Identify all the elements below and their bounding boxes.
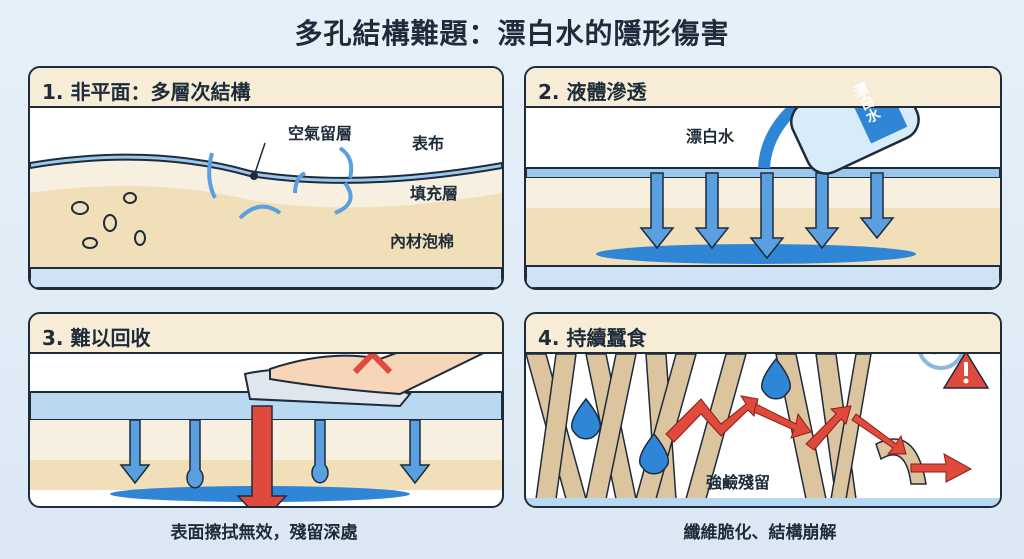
panel3-caption: 表面擦拭無效，殘留深處	[170, 523, 358, 543]
panel-hard-to-recover: 3. 難以回收	[28, 312, 504, 508]
panel-multilayer-structure: 1. 非平面：多層次結構 空氣留層 表布 填充層 內材泡棉	[28, 66, 504, 290]
fabric-label: 表布	[412, 134, 445, 153]
alkali-residue-label: 強鹼殘留	[706, 473, 771, 492]
panel-heading: 4. 持續蠶食	[526, 314, 1000, 354]
layer-illustration	[30, 108, 502, 288]
panel-liquid-penetration: 2. 液體滲透 漂白水 漂白水	[524, 66, 1002, 290]
panel-heading: 1. 非平面：多層次結構	[30, 68, 502, 108]
filling-label: 填充層	[410, 184, 459, 203]
bleach-label: 漂白水	[686, 127, 735, 146]
foam-label: 內材泡棉	[390, 232, 455, 251]
panel-heading: 3. 難以回收	[30, 314, 502, 354]
air-layer-label: 空氣留層	[288, 124, 353, 143]
warning-icon	[942, 350, 990, 389]
wiping-illustration	[30, 314, 502, 506]
panel-heading: 2. 液體滲透	[526, 68, 1000, 108]
page-title: 多孔結構難題：漂白水的隱形傷害	[294, 17, 730, 50]
panel-continuous-erosion: 4. 持續蠶食 強鹼殘留	[524, 312, 1002, 508]
panel4-caption: 纖維脆化、結構崩解	[683, 523, 837, 543]
